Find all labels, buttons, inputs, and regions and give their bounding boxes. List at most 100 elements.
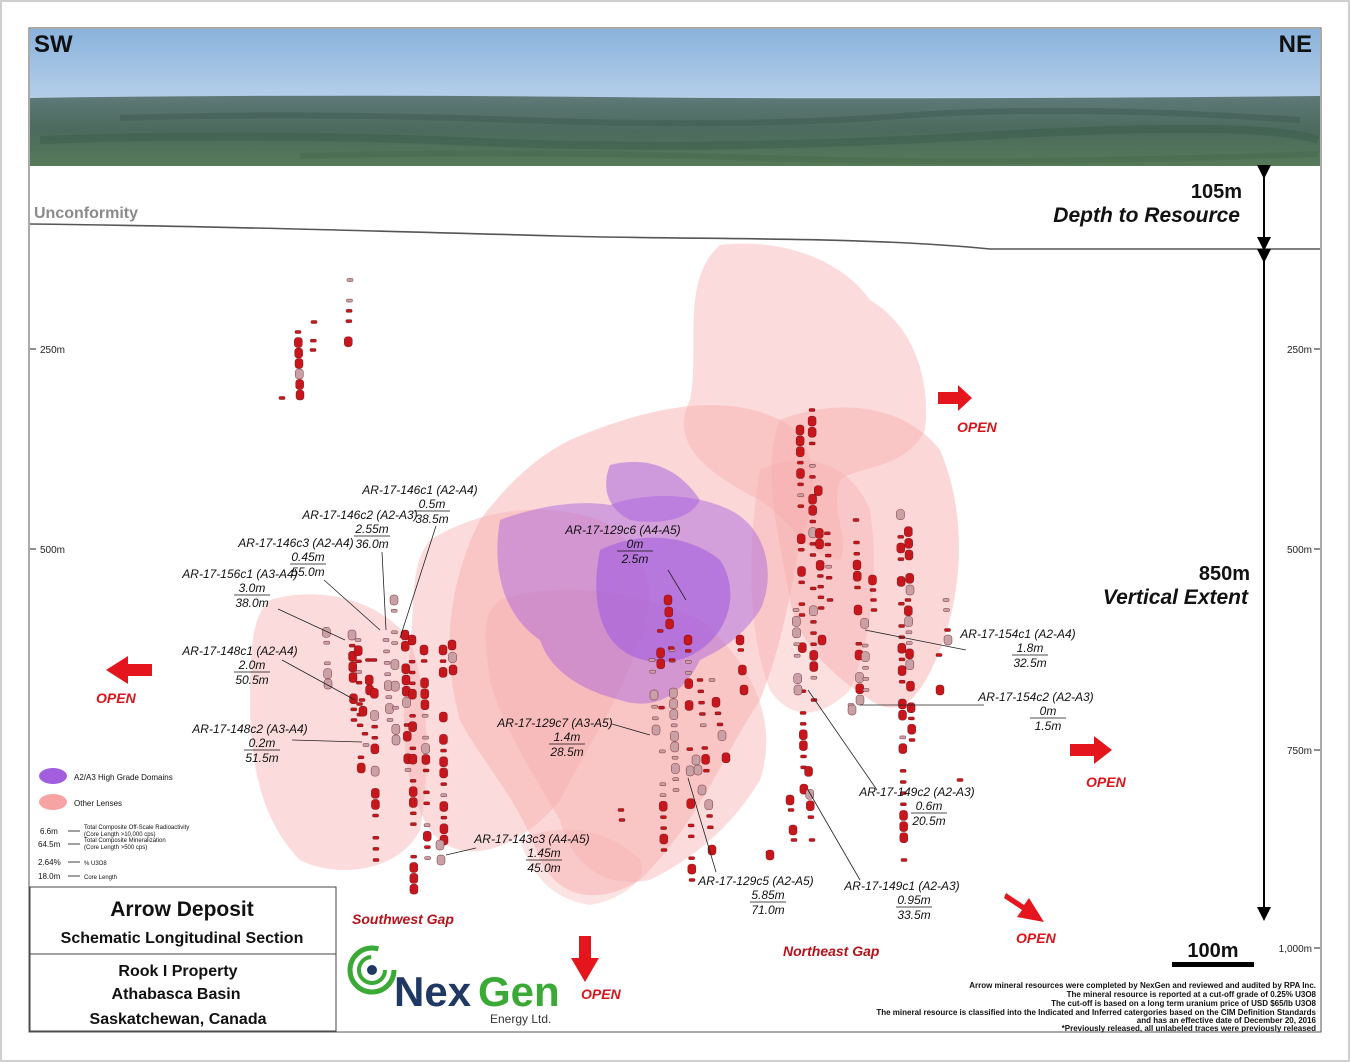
- drill-trace-segment: [409, 862, 418, 873]
- drill-trace-segment: [688, 878, 696, 882]
- drill-trace-segment: [386, 718, 394, 722]
- drill-trace-segment: [691, 754, 701, 766]
- drill-trace-segment: [795, 424, 805, 436]
- drill-trace-segment: [905, 584, 915, 596]
- drill-hole-top-value: 0.45m: [291, 550, 324, 564]
- drill-trace-segment: [861, 643, 869, 648]
- drill-trace-segment: [361, 732, 369, 736]
- drill-trace-segment: [853, 552, 860, 556]
- drill-trace-segment: [788, 824, 798, 836]
- drill-trace-segment: [814, 485, 823, 496]
- drill-trace-segment: [295, 379, 304, 390]
- drill-trace-segment: [663, 594, 673, 606]
- drill-trace: [447, 639, 458, 676]
- drill-trace-segment: [422, 768, 430, 773]
- southwest-gap-label: Southwest Gap: [352, 911, 454, 927]
- drill-trace-segment: [701, 754, 710, 765]
- drill-trace-segment: [905, 573, 914, 584]
- drill-trace-segment: [294, 337, 303, 348]
- drill-trace-segment: [799, 722, 807, 726]
- drill-trace-segment: [355, 680, 363, 685]
- drill-hole-bottom-value: 45.0m: [527, 861, 560, 875]
- drill-trace-segment: [410, 811, 417, 816]
- drill-trace-segment: [825, 576, 833, 580]
- legend: A2/A3 High Grade Domains Other Lenses 6.…: [38, 768, 189, 881]
- drill-trace-segment: [847, 704, 857, 716]
- drill-trace-segment: [424, 845, 431, 849]
- drill-trace-segment: [904, 538, 913, 549]
- drill-hole-top-value: 2.0m: [238, 658, 266, 672]
- drill-trace-segment: [824, 531, 831, 536]
- drill-trace-segment: [278, 396, 286, 400]
- drill-trace-segment: [344, 336, 353, 347]
- drill-trace-segment: [904, 605, 913, 616]
- drill-hole-name: AR-17-146c1 (A2-A4): [361, 483, 477, 497]
- drill-hole-bottom-value: 36.0m: [355, 537, 388, 551]
- open-arrow-down: OPEN: [571, 936, 622, 1002]
- open-arrow-upper-right: OPEN: [938, 385, 998, 435]
- drill-trace-segment: [409, 670, 416, 675]
- drill-trace-segment: [904, 526, 913, 537]
- drill-trace-segment: [735, 634, 745, 646]
- drill-trace-segment: [942, 598, 950, 602]
- drill-trace-segment: [384, 672, 391, 676]
- drill-trace-segment: [371, 724, 378, 729]
- drill-trace: [382, 638, 394, 722]
- drill-trace: [785, 794, 798, 842]
- drill-trace-segment: [408, 721, 417, 732]
- drill-trace-segment: [817, 595, 825, 600]
- drill-trace-segment: [798, 548, 805, 552]
- drill-trace-segment: [687, 863, 697, 875]
- legend-key-line1-2: % U3O8: [84, 861, 107, 867]
- drill-trace: [792, 608, 803, 696]
- legend-key-line2-1: (Core Length >500 cps): [84, 845, 147, 851]
- drill-trace-segment: [357, 762, 366, 774]
- drill-trace-segment: [372, 847, 380, 851]
- drill-trace-segment: [649, 669, 656, 674]
- drill-trace-segment: [409, 797, 418, 808]
- drill-trace-segment: [817, 584, 824, 589]
- drill-trace-segment: [659, 793, 667, 797]
- drill-trace-segment: [860, 618, 869, 629]
- open-label-upper-right: OPEN: [957, 419, 998, 435]
- drill-trace-segment: [371, 788, 380, 799]
- drill-trace-segment: [391, 680, 400, 692]
- legend-swatch-other-lenses: [39, 794, 67, 810]
- drill-trace-segment: [618, 818, 626, 822]
- drill-trace-segment: [807, 427, 817, 438]
- drill-trace-segment: [798, 613, 806, 617]
- drill-trace-segment: [345, 309, 353, 313]
- drill-trace-segment: [660, 848, 668, 852]
- drill-trace-segment: [810, 586, 817, 591]
- drill-trace-segment: [935, 684, 945, 696]
- drill-trace-segment: [668, 646, 675, 650]
- logo-gen: Gen: [478, 968, 560, 1015]
- drill-hole-bottom-value: 50.5m: [235, 673, 268, 687]
- drill-trace-segment: [807, 415, 817, 427]
- drill-trace-segment: [408, 786, 418, 797]
- drill-hole-labels: AR-17-146c1 (A2-A4)0.5m38.5mAR-17-146c2 …: [181, 483, 1093, 922]
- drill-trace: [814, 485, 827, 646]
- drill-trace-segment: [672, 777, 679, 781]
- drill-trace-segment: [671, 755, 679, 760]
- drill-hole-top-value: 0.6m: [916, 799, 943, 813]
- drill-trace-segment: [908, 716, 915, 721]
- drill-trace-segment: [796, 468, 805, 479]
- drill-trace-segment: [370, 688, 379, 699]
- drill-trace-segment: [659, 782, 667, 786]
- drill-trace-segment: [448, 664, 458, 676]
- drill-trace-segment: [422, 735, 429, 740]
- drill-trace-segment: [439, 767, 448, 779]
- drill-trace-segment: [808, 494, 817, 505]
- drill-trace-segment: [792, 627, 801, 639]
- drill-trace-segment: [862, 677, 869, 681]
- drill-trace-segment: [898, 680, 906, 684]
- drill-trace-segment: [738, 664, 747, 676]
- drill-trace-segment: [826, 598, 834, 602]
- drill-trace-segment: [906, 702, 916, 713]
- drill-traces: [278, 278, 964, 895]
- drill-hole-bottom-value: 51.5m: [245, 751, 278, 765]
